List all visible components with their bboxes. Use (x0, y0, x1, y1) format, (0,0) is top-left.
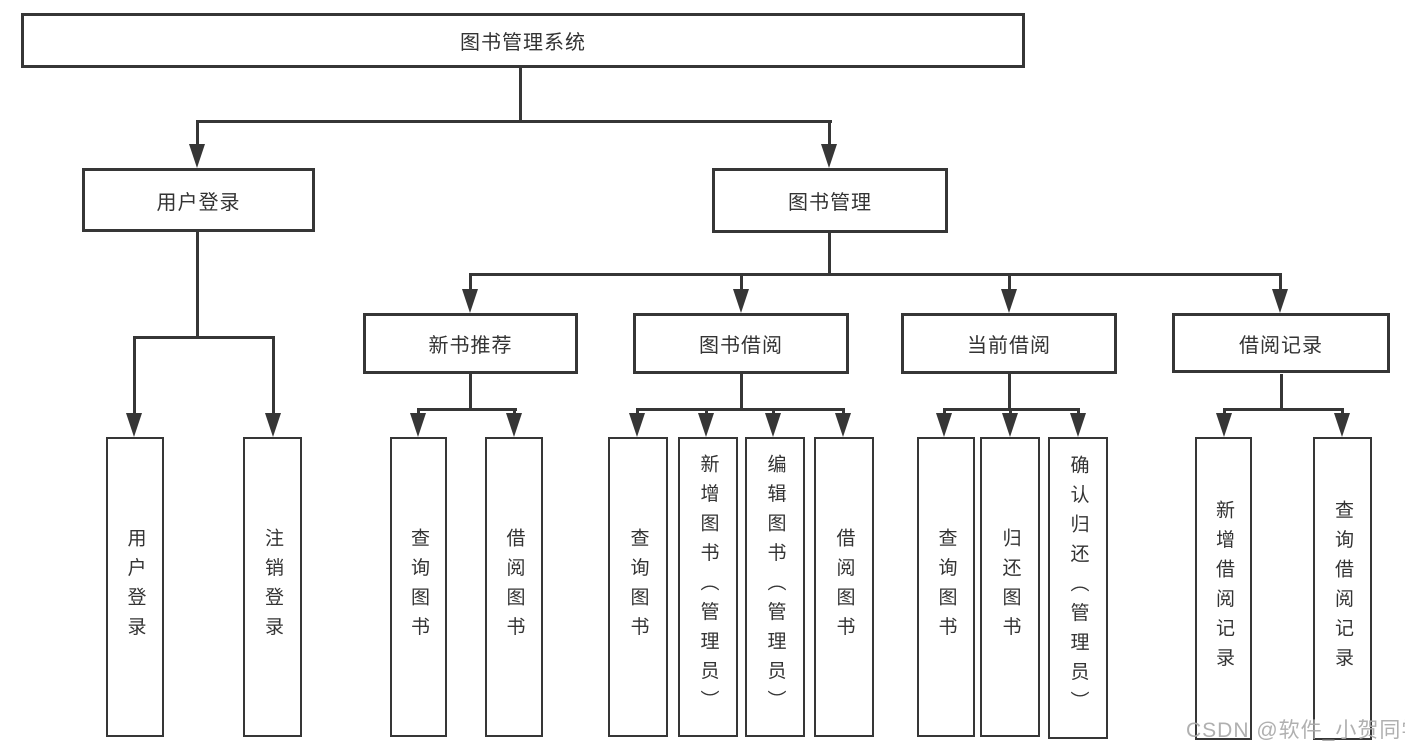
node-new-book-recommend: 新书推荐 (363, 313, 578, 374)
leaf-query-books-1: 查询图书 (390, 437, 447, 737)
arrowhead-icon (1334, 413, 1350, 437)
connector-line (1280, 374, 1283, 411)
arrowhead-icon (1001, 289, 1017, 313)
connector-line (196, 120, 199, 148)
leaf-add-book-admin-label: 新增图书（管理员） (697, 454, 719, 720)
connector-line (470, 273, 1282, 276)
leaf-query-borrow-record: 查询借阅记录 (1313, 437, 1372, 740)
arrowhead-icon (126, 413, 142, 437)
connector-line (740, 374, 743, 411)
arrowhead-icon (733, 289, 749, 313)
connector-line (828, 233, 831, 276)
arrowhead-icon (821, 144, 837, 168)
arrowhead-icon (1070, 413, 1086, 437)
leaf-query-borrow-record-label: 查询借阅记录 (1332, 500, 1353, 677)
connector-line (417, 408, 517, 411)
leaf-edit-book-admin: 编辑图书（管理员） (745, 437, 805, 737)
node-book-management-label: 图书管理 (788, 192, 872, 214)
connector-line (842, 408, 845, 417)
connector-line (133, 336, 136, 418)
connector-line (469, 374, 472, 411)
node-user-login: 用户登录 (82, 168, 315, 232)
node-root-label: 图书管理系统 (460, 32, 586, 54)
arrowhead-icon (629, 413, 645, 437)
leaf-borrow-books-2-label: 借阅图书 (833, 528, 855, 646)
leaf-add-borrow-record: 新增借阅记录 (1195, 437, 1252, 740)
connector-line (133, 336, 275, 339)
leaf-query-books-3-label: 查询图书 (935, 528, 957, 646)
leaf-borrow-books-1-label: 借阅图书 (503, 528, 525, 646)
node-new-book-recommend-label: 新书推荐 (428, 335, 513, 357)
leaf-query-books-3: 查询图书 (917, 437, 975, 737)
leaf-confirm-return-admin: 确认归还（管理员） (1048, 437, 1108, 739)
leaf-user-login: 用户登录 (106, 437, 164, 737)
leaf-logout: 注销登录 (243, 437, 302, 737)
connector-line (1223, 408, 1344, 411)
leaf-borrow-books-2: 借阅图书 (814, 437, 874, 737)
connector-line (636, 408, 845, 411)
leaf-add-borrow-record-label: 新增借阅记录 (1213, 500, 1234, 677)
connector-line (272, 336, 275, 418)
connector-line (772, 408, 775, 417)
node-current-borrowing-label: 当前借阅 (967, 335, 1051, 357)
arrowhead-icon (835, 413, 851, 437)
connector-line (513, 408, 516, 417)
connector-line (705, 408, 708, 417)
connector-line (1077, 408, 1080, 417)
arrowhead-icon (506, 413, 522, 437)
arrowhead-icon (1002, 413, 1018, 437)
arrowhead-icon (189, 144, 205, 168)
connector-line (1008, 374, 1011, 411)
node-borrowing-records: 借阅记录 (1172, 313, 1390, 373)
arrowhead-icon (410, 413, 426, 437)
node-borrowing-records-label: 借阅记录 (1239, 334, 1323, 357)
connector-line (519, 68, 522, 123)
node-book-borrowing: 图书借阅 (633, 313, 849, 374)
connector-line (196, 232, 199, 339)
connector-line (1009, 408, 1012, 417)
leaf-query-books-2-label: 查询图书 (627, 528, 649, 646)
node-book-management: 图书管理 (712, 168, 948, 233)
arrowhead-icon (462, 289, 478, 313)
connector-line (740, 273, 743, 293)
node-user-login-label: 用户登录 (156, 191, 241, 214)
node-book-borrowing-label: 图书借阅 (699, 335, 783, 357)
arrowhead-icon (936, 413, 952, 437)
connector-line (828, 120, 831, 148)
connector-line (943, 408, 946, 417)
arrowhead-icon (698, 413, 714, 437)
leaf-return-books: 归还图书 (980, 437, 1040, 737)
csdn-watermark: CSDN @软件_小贺同学 (1186, 719, 1405, 742)
node-root: 图书管理系统 (21, 13, 1025, 68)
leaf-query-books-1-label: 查询图书 (408, 528, 429, 646)
leaf-logout-label: 注销登录 (262, 528, 283, 646)
leaf-query-books-2: 查询图书 (608, 437, 668, 737)
leaf-return-books-label: 归还图书 (999, 528, 1021, 646)
leaf-edit-book-admin-label: 编辑图书（管理员） (764, 454, 786, 720)
connector-line (469, 273, 472, 293)
arrowhead-icon (265, 413, 281, 437)
connector-line (196, 120, 832, 123)
node-current-borrowing: 当前借阅 (901, 313, 1117, 374)
leaf-user-login-label: 用户登录 (124, 528, 146, 646)
leaf-add-book-admin: 新增图书（管理员） (678, 437, 738, 737)
connector-line (1279, 273, 1282, 293)
connector-line (417, 408, 420, 417)
arrowhead-icon (1216, 413, 1232, 437)
connector-line (1008, 273, 1011, 293)
connector-line (1223, 408, 1226, 417)
leaf-borrow-books-1: 借阅图书 (485, 437, 543, 737)
connector-line (636, 408, 639, 417)
arrowhead-icon (765, 413, 781, 437)
connector-line (1341, 408, 1344, 417)
leaf-confirm-return-admin-label: 确认归还（管理员） (1067, 455, 1089, 721)
arrowhead-icon (1272, 289, 1288, 313)
